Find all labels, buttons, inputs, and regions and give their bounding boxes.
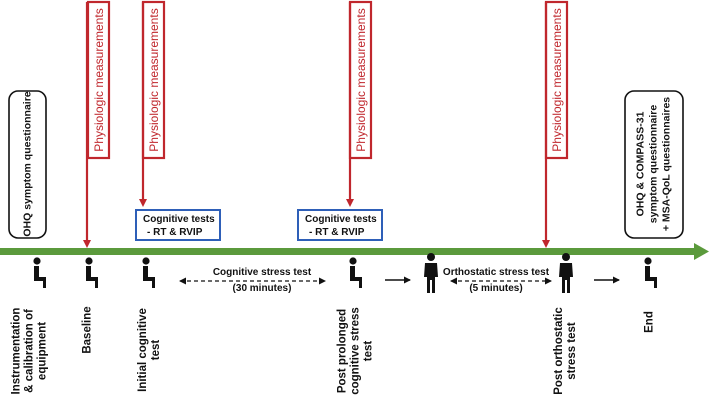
end-questionnaire-label: OHQ & COMPASS-31 symptom questionnaire +… (635, 97, 674, 231)
seated-person-icon (349, 257, 362, 288)
phase-line: stress test (566, 322, 578, 380)
phase-line: Initial cognitive (137, 308, 149, 392)
cognitive-tests-title: Cognitive tests (143, 214, 215, 225)
seated-person-icon (85, 257, 98, 288)
phase-label-instrumentation: Instrumentation & calibration of equipme… (11, 308, 50, 395)
standing-person-icon (424, 253, 438, 293)
phase-line: Baseline (81, 306, 94, 354)
cognitive-stress-duration: (30 minutes) (232, 283, 292, 294)
cognitive-tests-item: - RT & RVIP (309, 227, 365, 238)
measurement-marker-3 (346, 0, 373, 207)
end-questionnaire-line-1: OHQ & COMPASS-31 (634, 111, 647, 217)
measurement-label-1: Physiologic measurements (91, 8, 106, 152)
cognitive-tests-box-1: Cognitive tests - RT & RVIP (135, 209, 221, 241)
end-questionnaire-line-3: + MSA-QoL questionnaires (660, 96, 673, 232)
measurement-marker-4 (542, 0, 569, 248)
end-questionnaire-line-2: symptom questionnaire (647, 104, 660, 224)
phase-line: & calibration of (23, 309, 36, 393)
timeline-arrow (0, 243, 709, 260)
measurement-label-4: Physiologic measurements (549, 8, 564, 152)
start-questionnaire-label: OHQ symptom questionnaire (21, 91, 33, 237)
phase-line: test (150, 339, 162, 361)
seated-person-icon (644, 257, 657, 288)
seated-person-icon (33, 257, 46, 288)
orthostatic-stress-duration: (5 minutes) (469, 283, 523, 294)
phase-label-post-orthostatic: Post orthostatic stress test (553, 307, 579, 395)
cognitive-tests-box-2: Cognitive tests - RT & RVIP (297, 209, 383, 241)
phase-label-end: End (644, 311, 657, 333)
measurement-marker-2 (139, 0, 166, 207)
measurement-label-2: Physiologic measurements (146, 8, 161, 152)
phase-line: Post orthostatic (553, 307, 565, 395)
measurement-marker-1 (83, 0, 111, 248)
orthostatic-stress-title: Orthostatic stress test (442, 267, 550, 278)
phase-line: Instrumentation (10, 307, 23, 395)
measurement-label-3: Physiologic measurements (353, 8, 368, 152)
cognitive-stress-label: Cognitive stress test (30 minutes) (213, 267, 311, 295)
phase-line: test (362, 340, 375, 362)
start-questionnaire-box (8, 90, 47, 239)
phase-line: Post prolonged (336, 308, 349, 394)
phase-label-initial-cognitive: Initial cognitive test (137, 308, 163, 392)
phase-label-baseline: Baseline (82, 306, 95, 353)
end-questionnaire-box (624, 90, 684, 239)
seated-person-icon (142, 257, 155, 288)
phase-label-post-prolonged: Post prolonged cognitive stress test (337, 307, 376, 395)
orthostatic-stress-label: Orthostatic stress test (5 minutes) (443, 267, 549, 295)
cognitive-tests-title: Cognitive tests (305, 214, 377, 225)
standing-person-icon (559, 253, 573, 293)
cognitive-tests-item: - RT & RVIP (147, 227, 203, 238)
cognitive-stress-title: Cognitive stress test (212, 267, 312, 278)
phase-line: End (643, 311, 656, 333)
phase-line: cognitive stress (349, 307, 362, 395)
phase-line: equipment (36, 321, 49, 381)
